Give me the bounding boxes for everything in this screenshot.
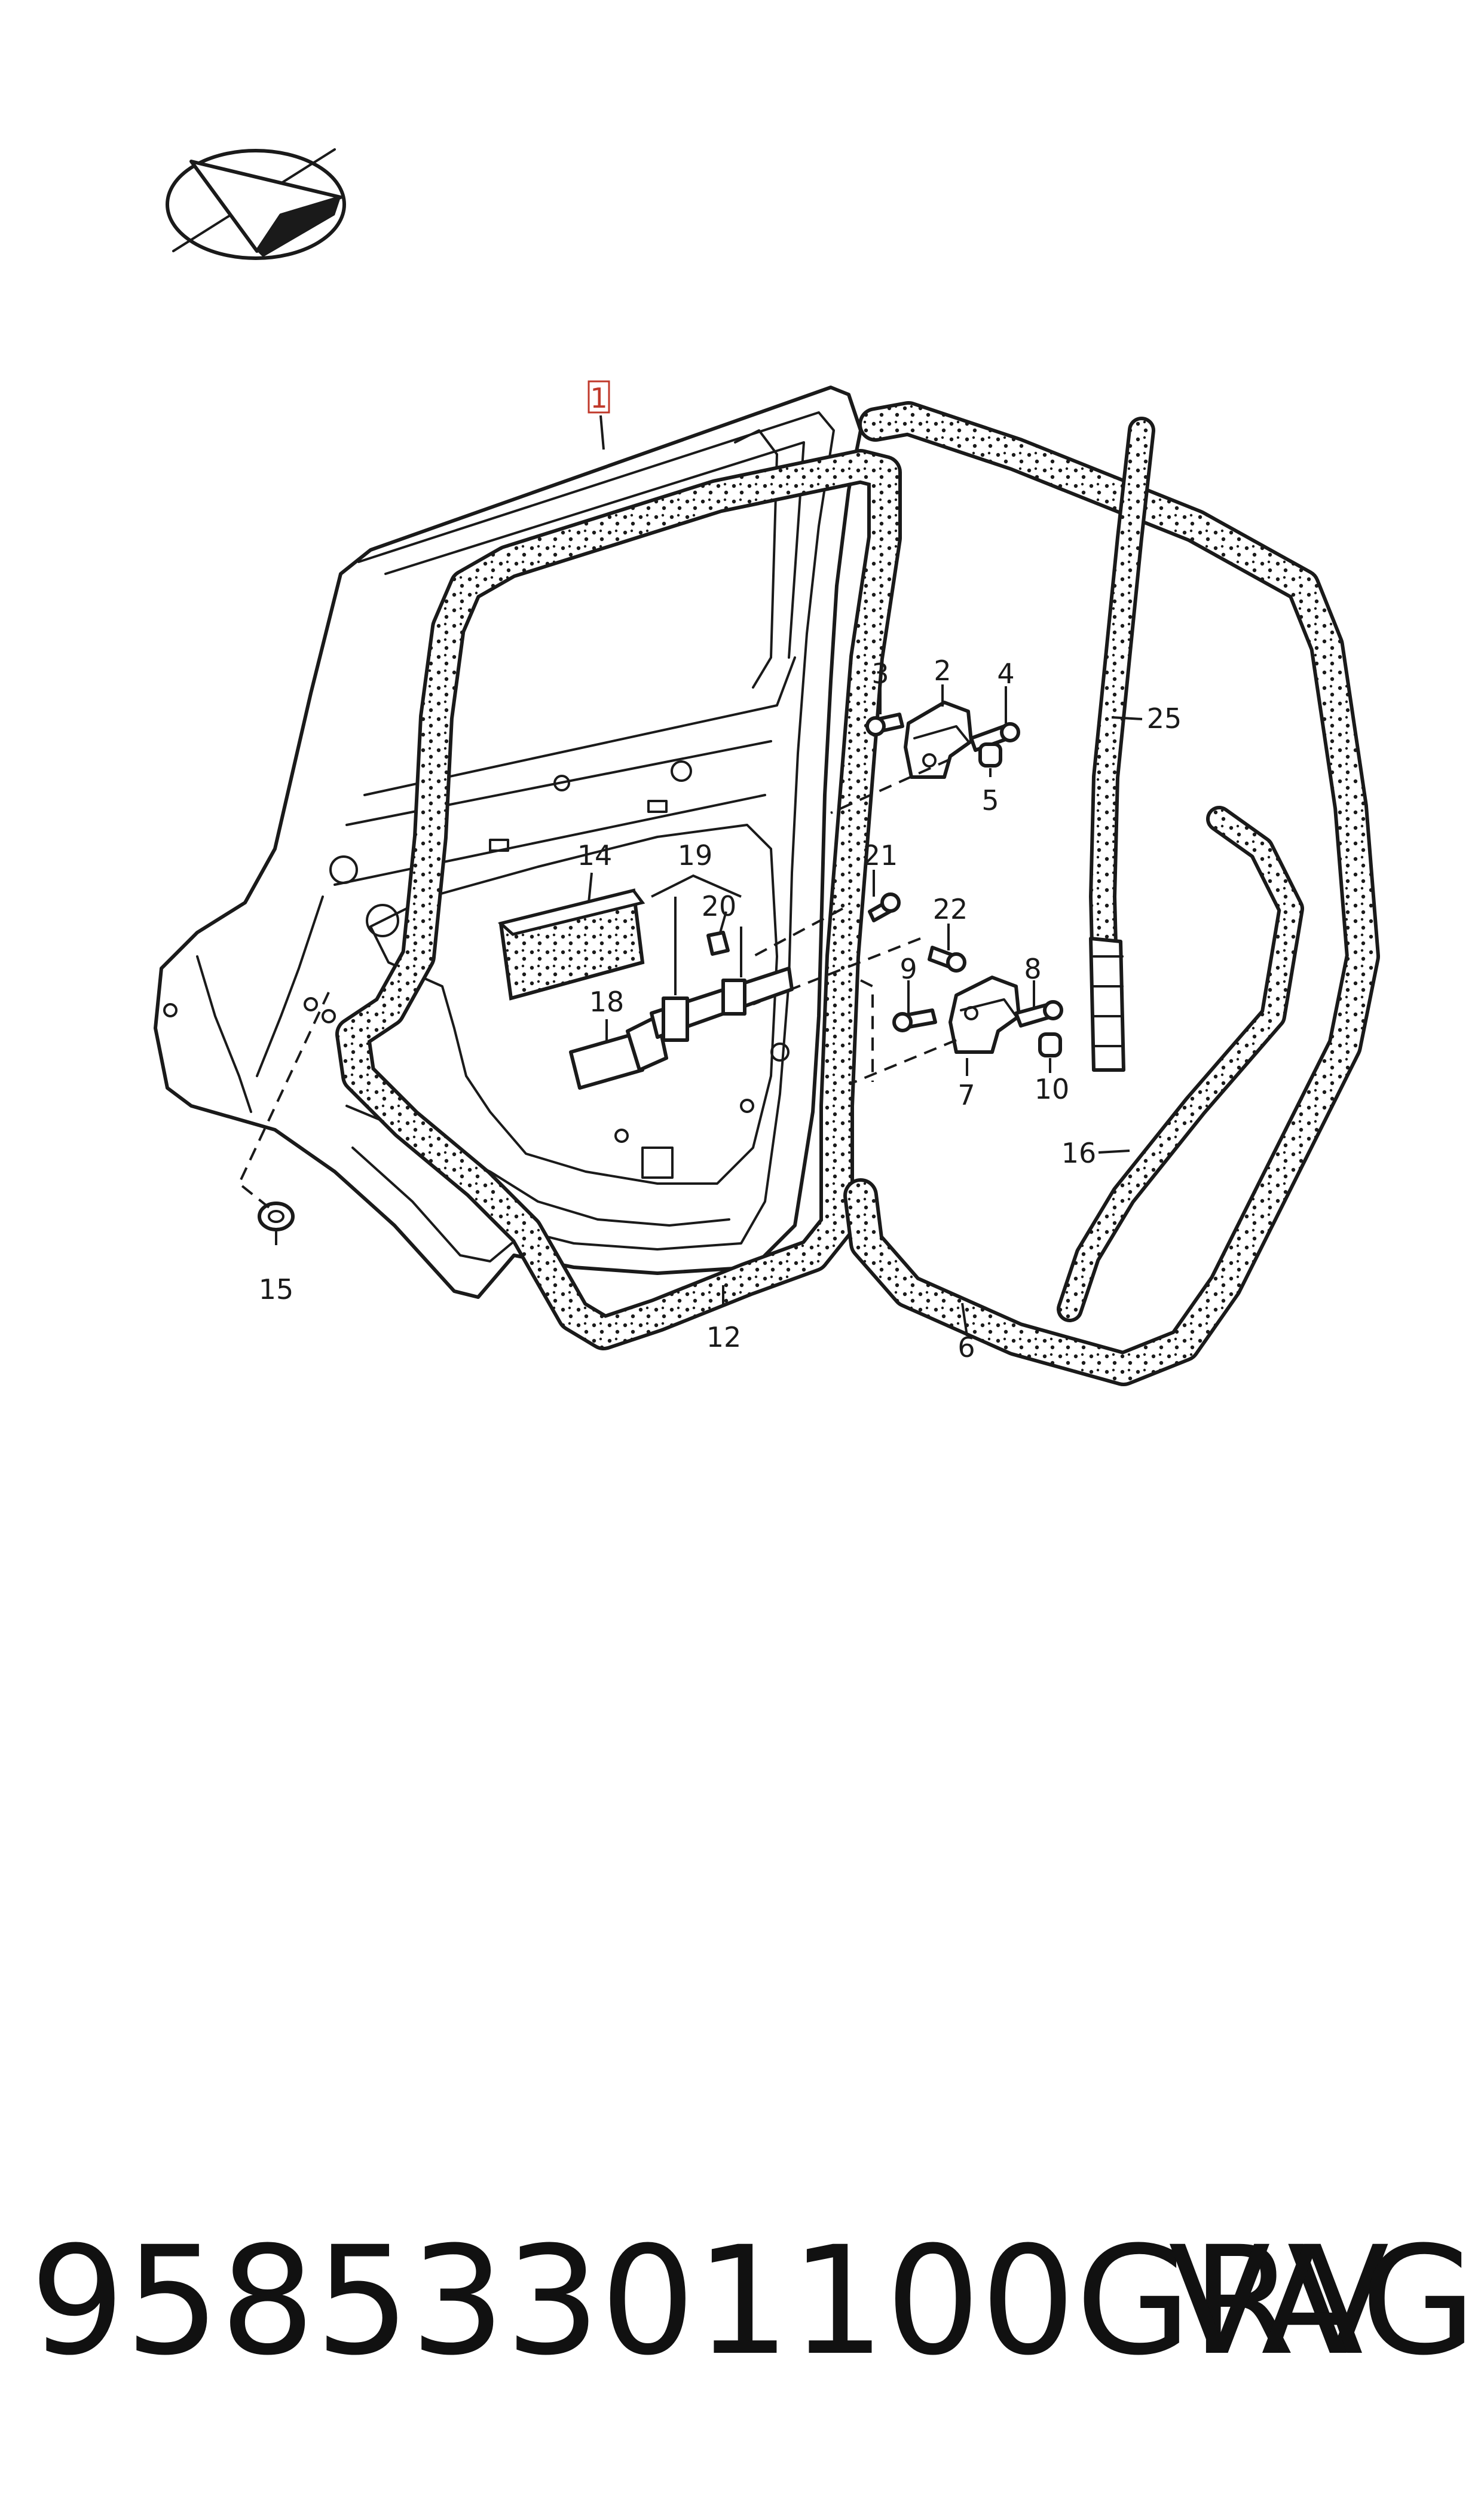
cap <box>258 1202 295 1231</box>
callout-20[interactable]: 20 <box>702 890 737 922</box>
callout-12[interactable]: 12 <box>706 1321 742 1353</box>
callout-9[interactable]: 9 <box>899 953 917 985</box>
callout-22[interactable]: 22 <box>933 893 968 925</box>
callout-25[interactable]: 25 <box>1147 702 1182 735</box>
callout-2[interactable]: 2 <box>934 655 951 687</box>
callout-1[interactable]: 1 <box>590 382 607 414</box>
footer: 95853301100GRV VAG <box>30 2212 1476 2391</box>
leader-lines <box>275 415 1143 1337</box>
lower-hinge <box>892 976 1063 1057</box>
callout-4[interactable]: 4 <box>997 658 1014 690</box>
channel-seal <box>1089 417 1155 1072</box>
callout-16[interactable]: 16 <box>1061 1137 1097 1169</box>
callout-3[interactable]: 3 <box>871 658 889 690</box>
part-number: 95853301100GRV <box>30 2214 1390 2388</box>
callout-15[interactable]: 15 <box>259 1273 294 1306</box>
callout-7[interactable]: 7 <box>957 1079 975 1111</box>
damping-pad <box>497 888 645 1001</box>
seal-strip <box>1057 806 1304 1322</box>
brand-name: VAG <box>1168 2214 1477 2388</box>
callout-5[interactable]: 5 <box>981 784 999 817</box>
callout-21[interactable]: 21 <box>863 839 898 872</box>
upper-hinge <box>865 701 1020 779</box>
inner-door-seal <box>335 449 902 1350</box>
callout-8[interactable]: 8 <box>1024 953 1041 985</box>
callout-18[interactable]: 18 <box>589 986 625 1018</box>
assembly-lines <box>237 758 957 1209</box>
door-shell <box>154 386 862 1299</box>
callout-14[interactable]: 14 <box>577 839 613 872</box>
orientation-arrow-icon <box>166 148 346 260</box>
callout-19[interactable]: 19 <box>678 839 713 872</box>
callout-labels: 1 2 3 4 5 6 7 8 9 10 12 14 15 16 18 19 2… <box>259 380 1182 1364</box>
bolts-21-22 <box>868 892 966 973</box>
callout-10[interactable]: 10 <box>1035 1073 1070 1105</box>
callout-6[interactable]: 6 <box>957 1331 975 1364</box>
